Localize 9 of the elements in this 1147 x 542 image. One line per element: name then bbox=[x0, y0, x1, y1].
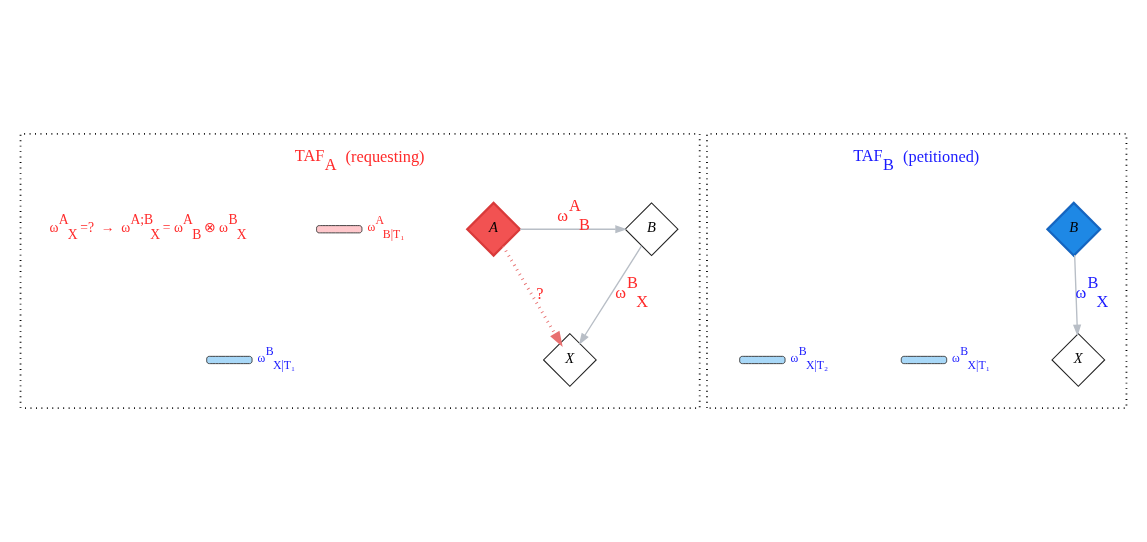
arrow bbox=[501, 245, 563, 347]
arrow bbox=[1073, 254, 1082, 337]
arrow bbox=[578, 245, 643, 345]
edge-label: ? bbox=[536, 283, 544, 303]
node-diamond: A bbox=[465, 201, 522, 258]
arrow bbox=[519, 225, 628, 234]
node-diamond: X bbox=[1051, 332, 1106, 388]
node-diamond: B bbox=[624, 202, 679, 257]
node-diamond: B bbox=[1045, 201, 1102, 258]
